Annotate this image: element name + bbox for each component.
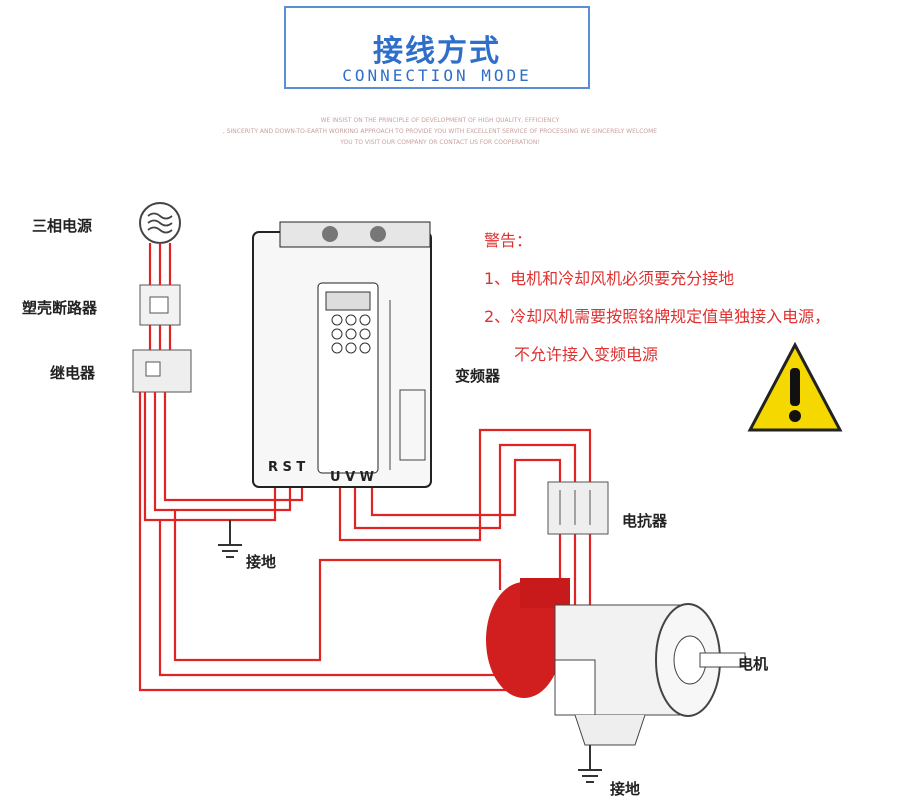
label-reactor: 电抗器 [622, 512, 668, 530]
motor-body [486, 578, 746, 746]
reactor-symbol [547, 481, 609, 535]
warning-triangle-icon [747, 341, 843, 432]
tagline-line-3: YOU TO VISIT OUR COMPANY OR CONTACT US F… [340, 139, 540, 146]
label-ground-1: 接地 [246, 553, 277, 571]
inverter-body [252, 221, 432, 488]
label-inverter: 变频器 [455, 367, 501, 385]
terminals-output: U V W [330, 470, 375, 485]
label-power-source: 三相电源 [32, 217, 93, 235]
label-ground-2: 接地 [610, 780, 641, 798]
tagline-line-2: , SINCERITY AND DOWN-TO-EARTH WORKING AP… [222, 128, 658, 135]
label-motor: 电机 [738, 655, 769, 673]
ac-source-icon [139, 202, 181, 244]
ground-icon [218, 520, 602, 783]
breaker-symbol [139, 284, 181, 326]
title-box: 接线方式 CONNECTION MODE [284, 6, 590, 89]
title-chinese: 接线方式 [373, 34, 501, 69]
warning-item-3: 不允许接入变频电源 [514, 345, 659, 364]
warning-item-2: 2、冷却风机需要按照铭牌规定值单独接入电源， [484, 307, 831, 326]
label-breaker: 塑壳断路器 [22, 299, 98, 317]
warning-item-1: 1、电机和冷却风机必须要充分接地 [484, 269, 735, 288]
warning-heading: 警告： [484, 231, 533, 250]
tagline-line-1: WE INSIST ON THE PRINCIPLE OF DEVELOPMEN… [320, 117, 560, 124]
relay-symbol [132, 349, 192, 393]
terminals-input: R S T [268, 460, 306, 475]
label-relay: 继电器 [50, 364, 96, 382]
title-english: CONNECTION MODE [342, 66, 532, 85]
